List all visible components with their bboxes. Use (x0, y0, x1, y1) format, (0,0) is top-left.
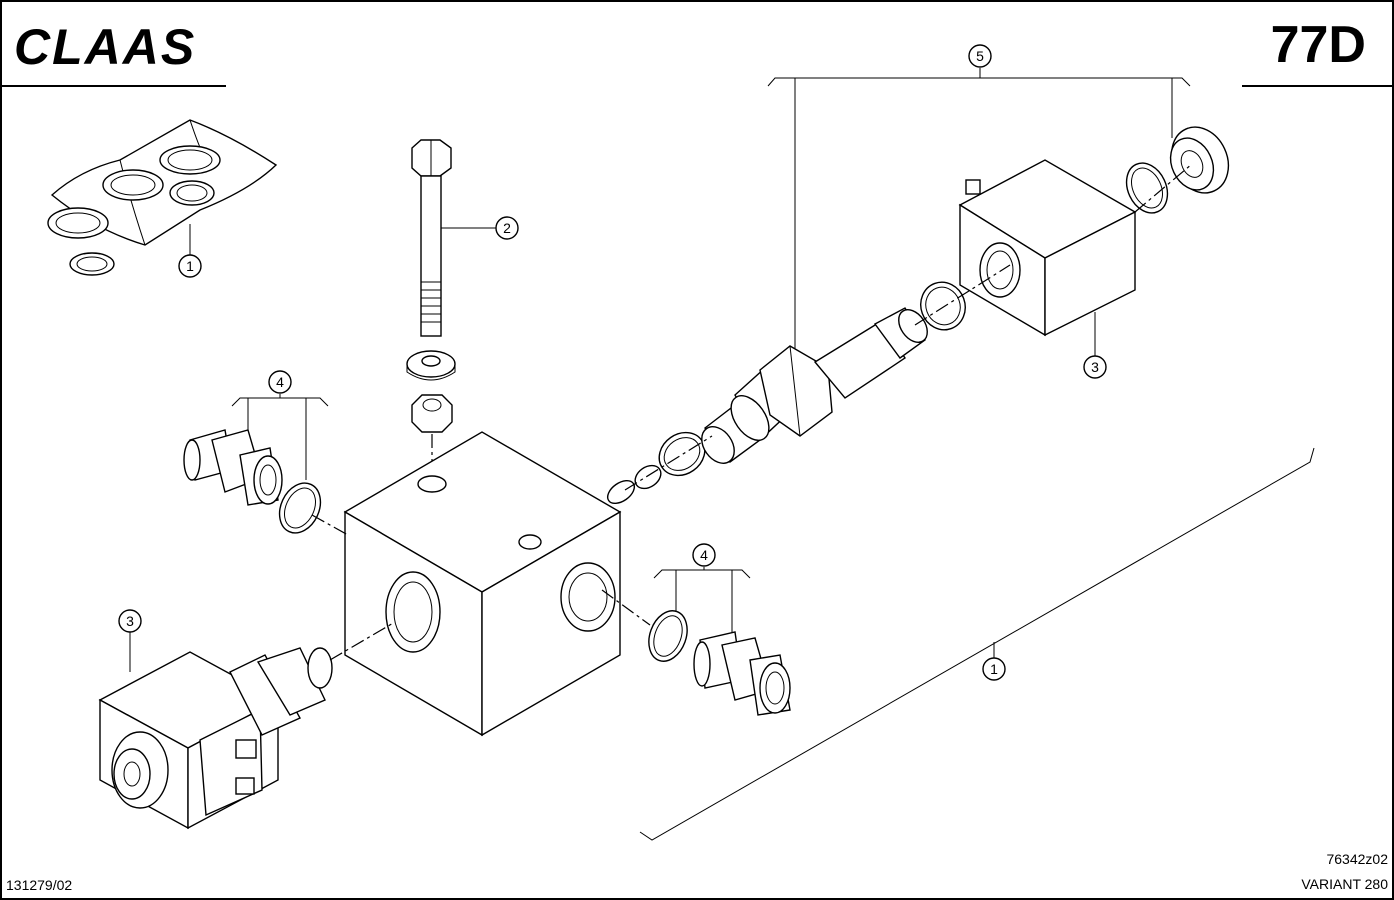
callout-1-kit: 1 (178, 254, 202, 278)
valve-block (343, 431, 622, 737)
svg-text:1: 1 (990, 661, 998, 677)
brand-logo: CLAAS (14, 19, 196, 75)
svg-text:2: 2 (503, 220, 511, 236)
knurled-nut-upper (1169, 126, 1230, 194)
bolt (411, 139, 452, 337)
nut (411, 394, 453, 433)
cartridge-valve (606, 307, 928, 505)
cartridge-stem-lower (229, 647, 333, 736)
page-code: 77D (1271, 16, 1366, 74)
svg-text:3: 3 (126, 613, 134, 629)
solenoid-coil-upper (958, 159, 1137, 337)
o-ring-left (278, 482, 322, 534)
svg-text:1: 1 (186, 258, 194, 274)
callout-2-bolt: 2 (495, 216, 519, 240)
o-ring-coil (1125, 162, 1169, 214)
fitting-left (183, 429, 283, 506)
o-ring-right (648, 610, 688, 662)
callout-4-right: 4 (692, 543, 716, 567)
washer (406, 350, 456, 381)
o-ring-cartridge (920, 281, 966, 331)
svg-text:4: 4 (700, 547, 708, 563)
callout-1-assembly: 1 (982, 657, 1006, 681)
callout-3-coil-upper: 3 (1083, 355, 1107, 379)
svg-text:5: 5 (976, 48, 984, 64)
callout-4-left: 4 (268, 370, 292, 394)
svg-text:4: 4 (276, 374, 284, 390)
drawing-number: 76342z02 (1326, 851, 1388, 867)
callout-5-cartridge: 5 (968, 44, 992, 68)
footer-left-code: 131279/02 (6, 877, 72, 893)
variant-label: VARIANT 280 (1301, 876, 1388, 892)
fitting-right (693, 631, 791, 716)
seal-kit-bag (47, 119, 278, 276)
callout-3-coil-lower: 3 (118, 609, 142, 633)
svg-text:3: 3 (1091, 359, 1099, 375)
